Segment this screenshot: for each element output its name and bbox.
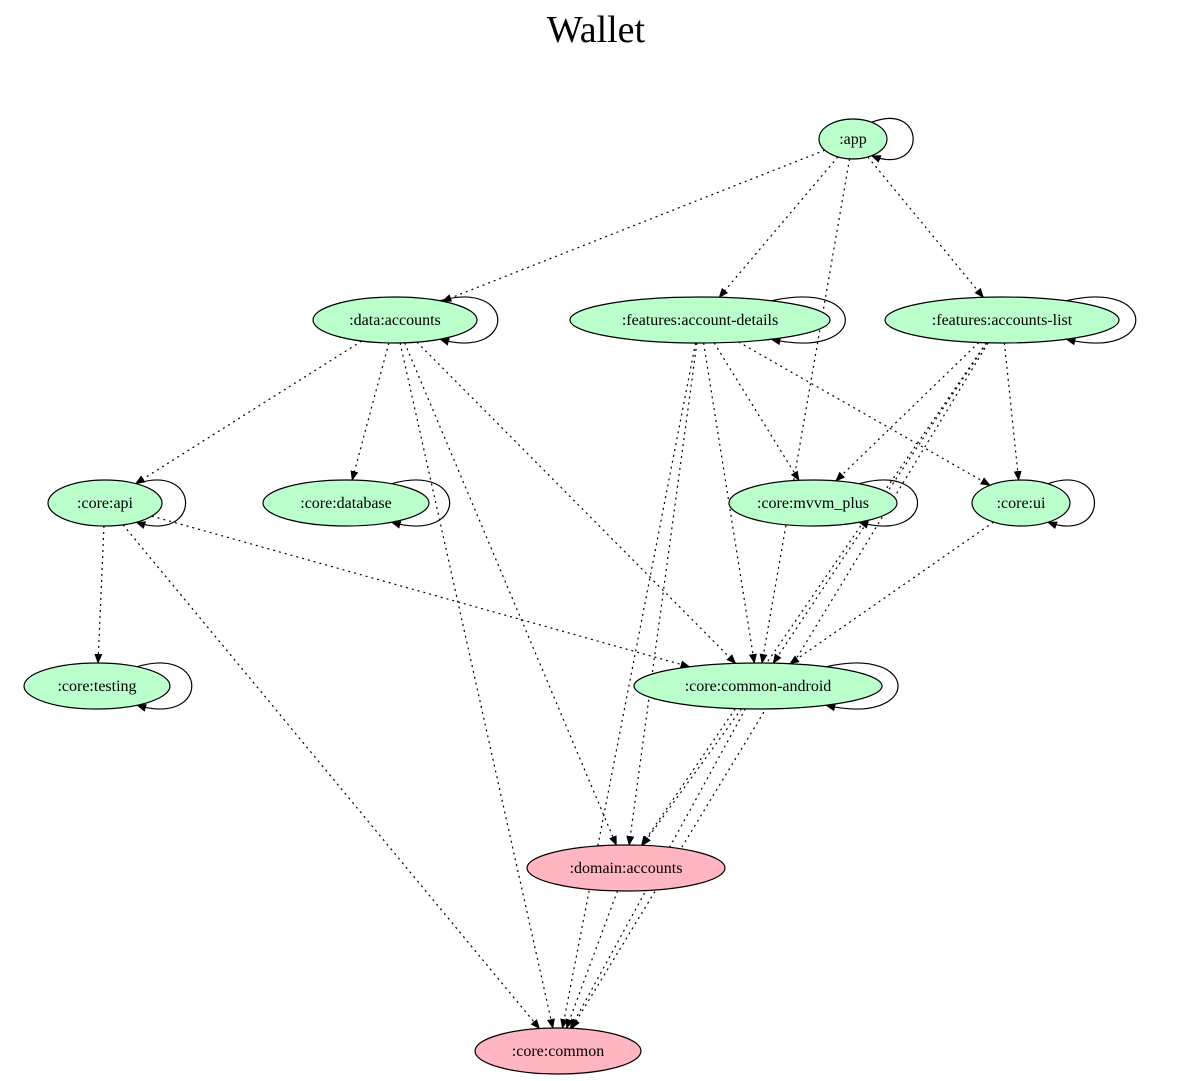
node-label: :domain:accounts (570, 860, 683, 877)
node-ellipse (884, 296, 1120, 344)
edge-data_accounts-to-core_common_android (416, 341, 737, 665)
edge-features_accounts_list-to-core_common (571, 342, 989, 1030)
edge-data_accounts-to-core_common (399, 342, 555, 1030)
node-app: :app (818, 118, 888, 160)
node-ellipse (23, 662, 171, 710)
node-domain_accounts: :domain:accounts (526, 844, 726, 892)
node-data_accounts: :data:accounts (312, 296, 478, 344)
edge-features_accounts_list-to-core_mvvm_plus (835, 342, 980, 482)
edge-core_api-to-core_testing (94, 525, 105, 665)
node-ellipse (47, 479, 163, 527)
node-label: :core:testing (57, 678, 136, 695)
edge-data_accounts-to-data_accounts (439, 296, 499, 346)
node-ellipse (526, 844, 726, 892)
node-core_database: :core:database (262, 479, 430, 527)
node-label: :core:mvvm_plus (757, 495, 869, 512)
edge-core_common_android-to-domain_accounts (641, 708, 742, 847)
edge-data_accounts-to-core_api (134, 340, 363, 485)
edge-domain_accounts-to-core_common (565, 890, 619, 1030)
edge-core_api-to-core_common_android (151, 515, 691, 669)
edge-features_accounts_list-to-features_accounts_list (1065, 296, 1137, 346)
node-ellipse (312, 296, 478, 344)
node-core_api: :core:api (47, 479, 163, 527)
node-label: :core:common (512, 1043, 604, 1060)
node-core_ui: :core:ui (971, 479, 1071, 527)
node-ellipse (569, 296, 831, 344)
edge-app-to-features_accounts_list (867, 156, 984, 299)
edges-layer (94, 117, 1137, 1030)
node-label: :core:database (300, 495, 392, 512)
node-label: :core:ui (997, 495, 1046, 512)
edge-app-to-data_accounts (441, 149, 825, 302)
edge-features_account_details-to-domain_accounts (626, 342, 698, 847)
nodes-layer: :app :data:accounts :features:account-deta… (23, 118, 1120, 1075)
edge-core_testing-to-core_testing (136, 662, 193, 712)
node-ellipse (818, 118, 888, 160)
edge-features_account_details-to-core_ui (738, 341, 991, 486)
edge-app-to-core_common_android (759, 158, 851, 664)
node-ellipse (474, 1027, 642, 1075)
edge-features_accounts_list-to-domain_accounts (641, 342, 987, 847)
edge-features_accounts_list-to-core_ui (1003, 342, 1022, 482)
node-features_account_details: :features:account-details (569, 296, 831, 344)
edge-core_common_android-to-core_common_android (825, 662, 899, 712)
edge-features_account_details-to-features_account_details (770, 296, 846, 346)
node-label: :core:common-android (685, 678, 832, 695)
edge-core_database-to-core_database (390, 479, 451, 529)
edge-data_accounts-to-core_database (350, 342, 390, 482)
edge-features_account_details-to-core_common (560, 342, 697, 1030)
edge-core_api-to-core_common (122, 524, 541, 1030)
node-label: :features:account-details (622, 312, 778, 329)
node-core_mvvm_plus: :core:mvvm_plus (728, 479, 898, 527)
edge-core_api-to-core_api (135, 479, 186, 529)
node-ellipse (633, 662, 883, 710)
edge-features_account_details-to-core_mvvm_plus (713, 342, 800, 482)
node-label: :core:api (77, 495, 134, 512)
node-features_accounts_list: :features:accounts-list (884, 296, 1120, 344)
node-ellipse (262, 479, 430, 527)
node-label: :app (839, 131, 867, 148)
node-label: :data:accounts (349, 312, 441, 329)
node-ellipse (971, 479, 1071, 527)
edge-app-to-app (870, 117, 914, 163)
edge-core_mvvm_plus-to-core_mvvm_plus (858, 479, 919, 529)
node-ellipse (728, 479, 898, 527)
node-label: :features:accounts-list (932, 312, 1073, 329)
graph-title: Wallet (547, 9, 646, 51)
edge-core_common_android-to-core_common (569, 708, 746, 1030)
edge-core_ui-to-core_ui (1047, 479, 1095, 530)
edge-data_accounts-to-domain_accounts (404, 342, 617, 847)
edge-app-to-features_account_details (718, 156, 839, 299)
node-core_common_android: :core:common-android (633, 662, 883, 710)
node-core_common: :core:common (474, 1027, 642, 1075)
node-core_testing: :core:testing (23, 662, 171, 710)
